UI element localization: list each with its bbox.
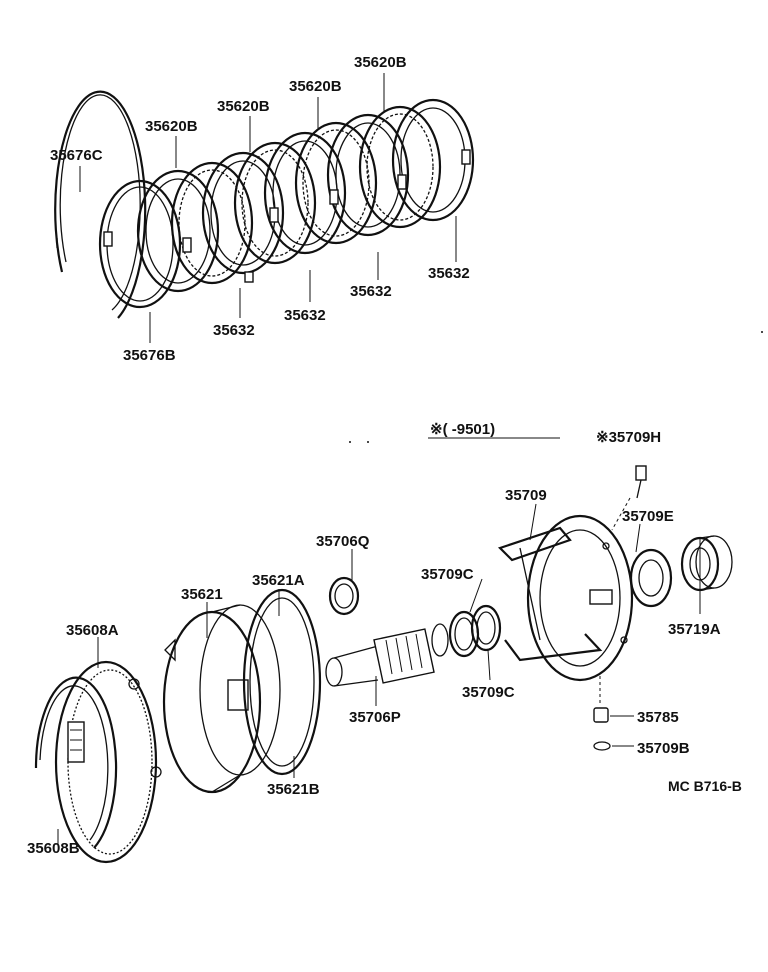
label-35620B-3: 35620B (289, 78, 342, 95)
snap-ring-35676C (54, 90, 147, 319)
label-35620B-2: 35620B (217, 98, 270, 115)
label-35785: 35785 (637, 709, 679, 726)
label-35632-1: 35632 (213, 322, 255, 339)
label-35620B-4: 35620B (354, 54, 407, 71)
label-35709C-1: 35709C (421, 566, 474, 583)
leader-lines-top (79, 73, 457, 343)
speck (367, 441, 369, 443)
label-35632-4: 35632 (428, 265, 470, 282)
label-35706Q: 35706Q (316, 533, 370, 550)
label-35608A: 35608A (66, 622, 119, 639)
label-35706P: 35706P (349, 709, 401, 726)
label-35620B-1: 35620B (145, 118, 198, 135)
carrier-35709 (497, 514, 634, 682)
label-note: ※( -9501) (430, 421, 495, 438)
seal-rings-35709C (448, 604, 502, 658)
label-35621: 35621 (181, 586, 223, 603)
label-35676B: 35676B (123, 347, 176, 364)
one-way-clutch-35608A (54, 660, 162, 864)
label-35709E: 35709E (622, 508, 674, 525)
label-35709C-2: 35709C (462, 684, 515, 701)
washer-35709E (629, 548, 673, 608)
label-ref-code: MC B716-B (668, 778, 742, 794)
hub-35719A (680, 535, 733, 592)
o-ring-35709B (593, 741, 611, 751)
label-35632-3: 35632 (350, 283, 392, 300)
drum-35621 (162, 604, 281, 794)
label-35621A: 35621A (252, 572, 305, 589)
label-35632-2: 35632 (284, 307, 326, 324)
part-labels: 35676C 35676B 35620B 35620B 35620B 35620… (27, 54, 742, 857)
ring-35706Q (328, 576, 360, 616)
washer-35621A (242, 588, 322, 776)
label-35719A: 35719A (668, 621, 721, 638)
shaft-35706P (325, 623, 449, 687)
label-35709B: 35709B (637, 740, 690, 757)
speck (349, 441, 351, 443)
bolt-35709H (611, 465, 647, 531)
label-35676C: 35676C (50, 147, 103, 164)
speck (761, 331, 763, 333)
label-35709H: ※35709H (596, 429, 661, 446)
pin-35785 (593, 676, 609, 723)
snap-ring-35608B (34, 676, 118, 849)
label-35621B: 35621B (267, 781, 320, 798)
clutch-discs (103, 98, 475, 293)
label-35709: 35709 (505, 487, 547, 504)
label-35608B: 35608B (27, 840, 80, 857)
leader-lines-bottom (57, 437, 701, 846)
